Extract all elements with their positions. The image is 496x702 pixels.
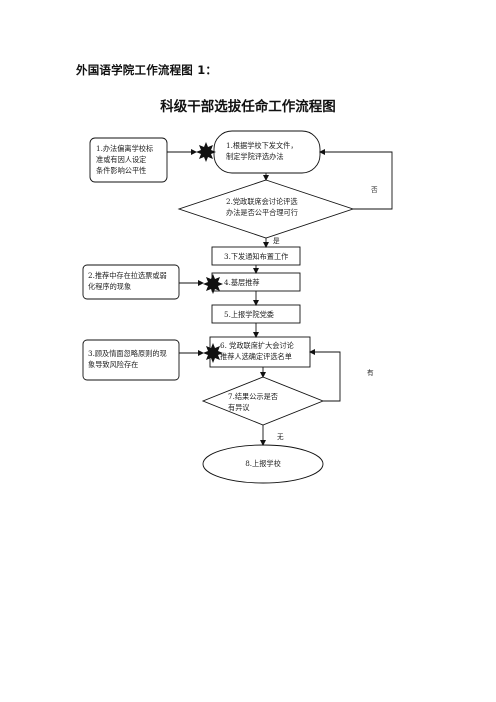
step6-label: 6. 党政联席扩大会讨论 推荐人选确定评选名单 [220,341,294,361]
risk3-box [82,339,180,381]
step5-label: 5.上报学院党委 [224,310,274,319]
loop-no [319,149,393,210]
risk1-label: 1.办法偏离学校标 准或有因人设定 条件影响公平性 [96,144,154,175]
risk1-burst-icon [196,142,216,162]
edge-label-none: 无 [277,433,284,441]
risk3-burst-icon [203,343,223,363]
step6-box [209,336,311,368]
step8-label: 8.上报学校 [245,459,281,468]
risk2-box [82,264,180,300]
flowchart-title: 科级干部选拔任命工作流程图 [160,99,336,115]
risk1-box [89,137,168,183]
document-heading: 外国语学院工作流程图 1： [76,63,218,77]
edge-label-yes: 是 [273,237,280,245]
loop-has [309,349,341,402]
step7-label: 7.结果公示是否 有异议 [228,392,278,412]
edge-label-has: 有 [367,369,374,377]
step2-label: 2.党政联席会讨论评选 办法是否公平合理可行 [226,197,298,217]
risk3-label: 3.顾及情面忽略原则的现 象导致风险存在 [88,349,167,369]
edge-label-no: 否 [371,186,378,194]
step4-label: 4.基层推荐 [224,278,260,287]
risk2-burst-icon [203,274,223,294]
risk2-label: 2.推荐中存在拉选票或弱 化程序的现象 [88,271,167,291]
step1-label: 1.根据学校下发文件， 制定学院评选办法 [226,141,298,161]
step3-label: 3.下发通知布置工作 [224,252,289,261]
